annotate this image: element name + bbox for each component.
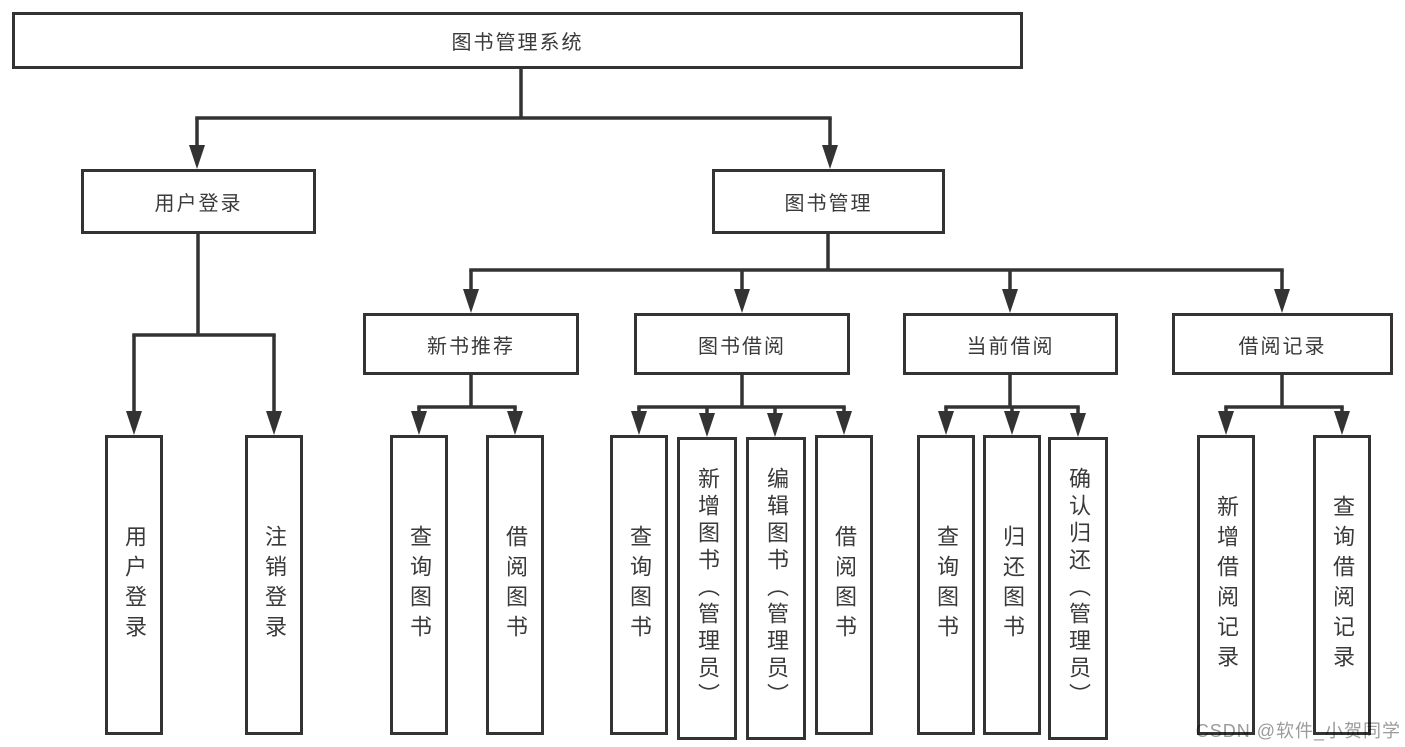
leaf-label: 用户登录 (122, 525, 147, 645)
leaf-query-books-recommend: 查询图书 (390, 435, 448, 735)
node-new-book-recommend-label: 新书推荐 (427, 335, 515, 358)
node-current-borrow-label: 当前借阅 (966, 335, 1055, 358)
leaf-label: 借阅图书 (503, 525, 528, 645)
leaf-query-books-current: 查询图书 (917, 435, 975, 735)
node-borrow-records: 借阅记录 (1172, 313, 1393, 375)
leaf-add-borrow-record: 新增借阅记录 (1197, 435, 1255, 735)
leaf-label: 查询图书 (934, 525, 959, 645)
node-user-login: 用户登录 (81, 169, 316, 234)
node-new-book-recommend: 新书推荐 (363, 313, 579, 375)
leaf-label: 归还图书 (1000, 525, 1025, 645)
leaf-label: 新增借阅记录 (1214, 495, 1239, 675)
node-root: 图书管理系统 (12, 12, 1023, 69)
leaf-borrow-books-recommend: 借阅图书 (486, 435, 544, 735)
node-book-borrow-label: 图书借阅 (698, 335, 786, 358)
watermark: CSDN @软件_小贺同学 (1195, 721, 1401, 741)
leaf-add-books-admin: 新增图书（管理员） (677, 437, 737, 740)
leaf-query-borrow-record: 查询借阅记录 (1313, 435, 1371, 735)
node-book-management: 图书管理 (712, 169, 945, 234)
leaf-query-books-borrow: 查询图书 (610, 435, 668, 735)
leaf-label: 确认归还（管理员） (1066, 467, 1091, 710)
node-user-login-label: 用户登录 (154, 193, 243, 215)
leaf-user-login: 用户登录 (105, 435, 163, 735)
leaf-label: 查询图书 (627, 525, 652, 645)
leaf-borrow-books: 借阅图书 (815, 435, 873, 735)
node-book-management-label: 图书管理 (784, 193, 873, 215)
leaf-label: 查询借阅记录 (1330, 495, 1355, 675)
leaf-label: 查询图书 (407, 525, 432, 645)
node-root-label: 图书管理系统 (451, 32, 584, 54)
leaf-label: 借阅图书 (832, 525, 857, 645)
leaf-confirm-return-admin: 确认归还（管理员） (1048, 437, 1108, 740)
leaf-label: 编辑图书（管理员） (764, 467, 789, 710)
leaf-edit-books-admin: 编辑图书（管理员） (746, 437, 806, 740)
leaf-label: 新增图书（管理员） (695, 467, 720, 710)
leaf-return-books: 归还图书 (983, 435, 1041, 735)
node-book-borrow: 图书借阅 (634, 313, 850, 375)
node-borrow-records-label: 借阅记录 (1238, 335, 1327, 358)
node-current-borrow: 当前借阅 (903, 313, 1118, 375)
leaf-logout: 注销登录 (245, 435, 303, 735)
leaf-label: 注销登录 (262, 525, 287, 645)
